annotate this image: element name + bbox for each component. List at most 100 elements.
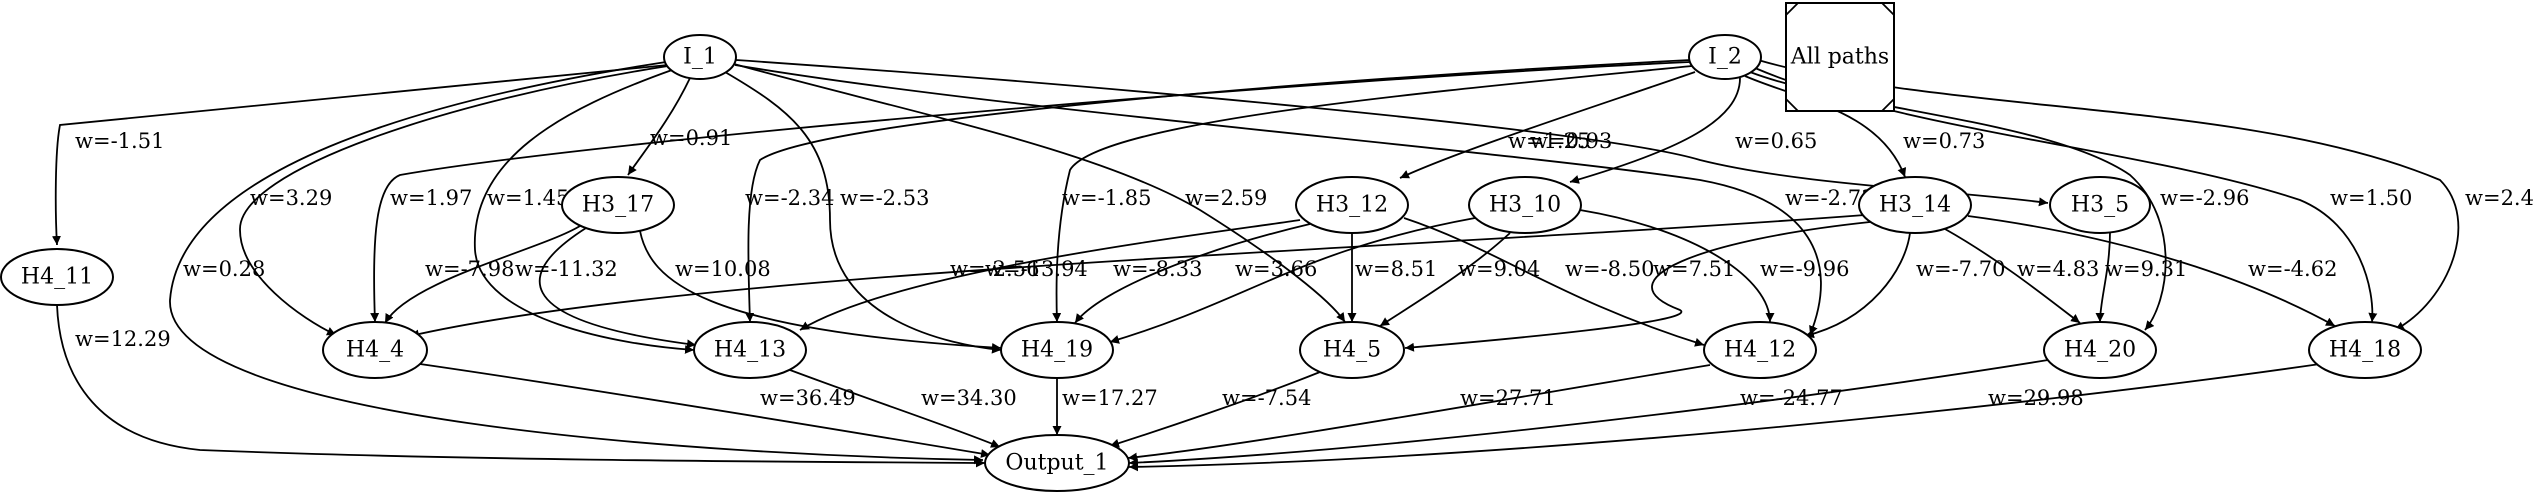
node-h4-11: H4_11 [0, 248, 114, 306]
node-ellipse [693, 321, 807, 379]
edge-I_1-to-H4_13: w=1.45 [474, 69, 695, 354]
node-label: H4_20 [2064, 338, 2136, 363]
node-h4-12: H4_12 [1703, 321, 1817, 379]
edge-weight-label: w=-2.96 [2160, 186, 2249, 210]
node-h4-5: H4_5 [1299, 321, 1405, 379]
edge-line [1127, 364, 1711, 462]
edge-weight-label: w=8.51 [1355, 257, 1437, 281]
edge-weight-label: w=-2.34 [745, 186, 834, 210]
node-ellipse [2308, 321, 2422, 379]
edge-line [1403, 217, 1705, 347]
edge-H3_17-to-H4_4: w=-7.98 [384, 225, 581, 324]
node-i-2: I_2 [1688, 34, 1762, 80]
edge-line [1109, 217, 1476, 344]
edge-H3_10-to-H4_5: w=9.04 [1379, 232, 1540, 327]
node-label: H4_4 [346, 338, 404, 363]
edge-H3_12-to-H4_5: w=8.51 [1347, 233, 1437, 322]
edge-weight-label: w=0.65 [1735, 129, 1817, 153]
node-ellipse [1858, 176, 1972, 234]
edge-line [538, 227, 697, 349]
node-ellipse [322, 321, 428, 379]
node-h3-12: H3_12 [1295, 176, 1409, 234]
node-ellipse [984, 434, 1130, 492]
node-label: All paths [1790, 45, 1889, 70]
edge-weight-label: w=1.25 [1508, 129, 1590, 153]
edge-I_1-to-H3_17: w=0.91 [627, 77, 732, 176]
edge-line [745, 59, 1691, 323]
edge-line [733, 63, 1346, 323]
edge-weight-label: w=-4.62 [2248, 257, 2337, 281]
edge-weight-label: w=29.98 [1988, 386, 2084, 410]
edge-line [1569, 77, 1741, 184]
edge-H4_5-to-Output_1: w=-7.54 [1109, 371, 1321, 448]
edge-H4_19-to-Output_1: w=17.27 [1052, 378, 1158, 435]
edge-I_1-to-H4_11: w=-1.51 [51, 64, 669, 246]
edge-I_2-to-H4_4: w=1.97 [370, 61, 1691, 323]
edge-H4_4-to-Output_1: w=36.49 [419, 363, 991, 458]
edge-H3_14-to-H4_4: w=-13.94 [409, 214, 1866, 339]
edge-weight-label: w=3.29 [250, 186, 332, 210]
edge-H3_14-to-H4_20: w=4.83 [1944, 228, 2099, 324]
edge-I_2-to-H3_10: w=0.65 [1569, 77, 1817, 184]
edge-line [1128, 359, 2049, 468]
edge-line [409, 214, 1866, 339]
edge-I_2-to-H4_19: w=-1.85 [1052, 65, 1693, 323]
edge-line [239, 65, 669, 336]
edge-line [370, 61, 1691, 323]
edge-H3_17-to-H4_13: w=-11.32 [515, 227, 697, 349]
node-label: H3_10 [1489, 193, 1561, 218]
edge-H4_20-to-Output_1: w=-24.77 [1128, 359, 2049, 468]
edge-line [474, 69, 695, 354]
edge-weight-label: w=-1.85 [1062, 186, 1151, 210]
edge-line [419, 363, 991, 458]
edge-H3_12-to-H4_12: w=-8.50 [1403, 217, 1705, 347]
node-label: H4_5 [1323, 338, 1381, 363]
node-label: H3_17 [582, 193, 654, 218]
edge-H4_18-to-Output_1: w=29.98 [1128, 363, 2321, 472]
edge-H3_10-to-H4_19: w=3.66 [1109, 217, 1476, 344]
edge-H3_14-to-H4_18: w=-4.62 [1967, 215, 2337, 327]
edge-weight-label: w=-2.53 [840, 186, 929, 210]
edge-weight-label: w=9.31 [2105, 257, 2187, 281]
node-ellipse [1299, 321, 1405, 379]
edge-H3_10-to-H4_12: w=-9.96 [1579, 209, 1849, 323]
node-label: H4_13 [714, 338, 786, 363]
edge-weight-label: w=0.73 [1903, 129, 1985, 153]
edge-line [1399, 71, 1696, 179]
node-output-1: Output_1 [984, 434, 1130, 492]
edge-line [789, 369, 1001, 448]
edge-I_2-to-H4_18: w=2.45 [1757, 59, 2535, 331]
edge-H3_14-to-H4_12: w=-7.70 [1804, 232, 2005, 339]
node-h3-14: H3_14 [1858, 176, 1972, 234]
edge-weight-label: w=-7.54 [1222, 386, 1311, 410]
node-ellipse [0, 248, 114, 306]
node-ellipse [663, 34, 737, 80]
box-corner-diagonal [1785, 98, 1799, 112]
node-h4-20: H4_20 [2043, 321, 2157, 379]
edge-line [1967, 215, 2336, 327]
edge-weight-label: w=-11.32 [515, 257, 618, 281]
edge-line [639, 230, 1002, 352]
node-h3-17: H3_17 [561, 176, 675, 234]
edge-line [2095, 231, 2111, 323]
edge-weight-label: w=-24.77 [1740, 386, 1843, 410]
edge-I_1-to-H4_4: w=3.29 [239, 65, 669, 336]
node-h4-18: H4_18 [2308, 321, 2422, 379]
node-label: H4_11 [21, 265, 93, 290]
edge-weight-label: w=-7.98 [425, 257, 514, 281]
edge-line [169, 61, 984, 465]
edge-weight-label: w=-8.50 [1565, 257, 1654, 281]
edge-weight-label: w=27.71 [1460, 386, 1556, 410]
edge-weight-label: w=3.66 [1235, 257, 1317, 281]
edge-weight-label: w=7.51 [1653, 257, 1735, 281]
box-corner-diagonal [1881, 98, 1895, 112]
node-ellipse [2049, 176, 2151, 234]
box-corner-diagonal [1881, 2, 1895, 16]
edge-line [384, 225, 581, 324]
edge-weight-label: w=4.83 [2017, 257, 2099, 281]
edge-H4_11-to-Output_1: w=12.29 [56, 304, 986, 468]
edge-line [724, 71, 1002, 354]
